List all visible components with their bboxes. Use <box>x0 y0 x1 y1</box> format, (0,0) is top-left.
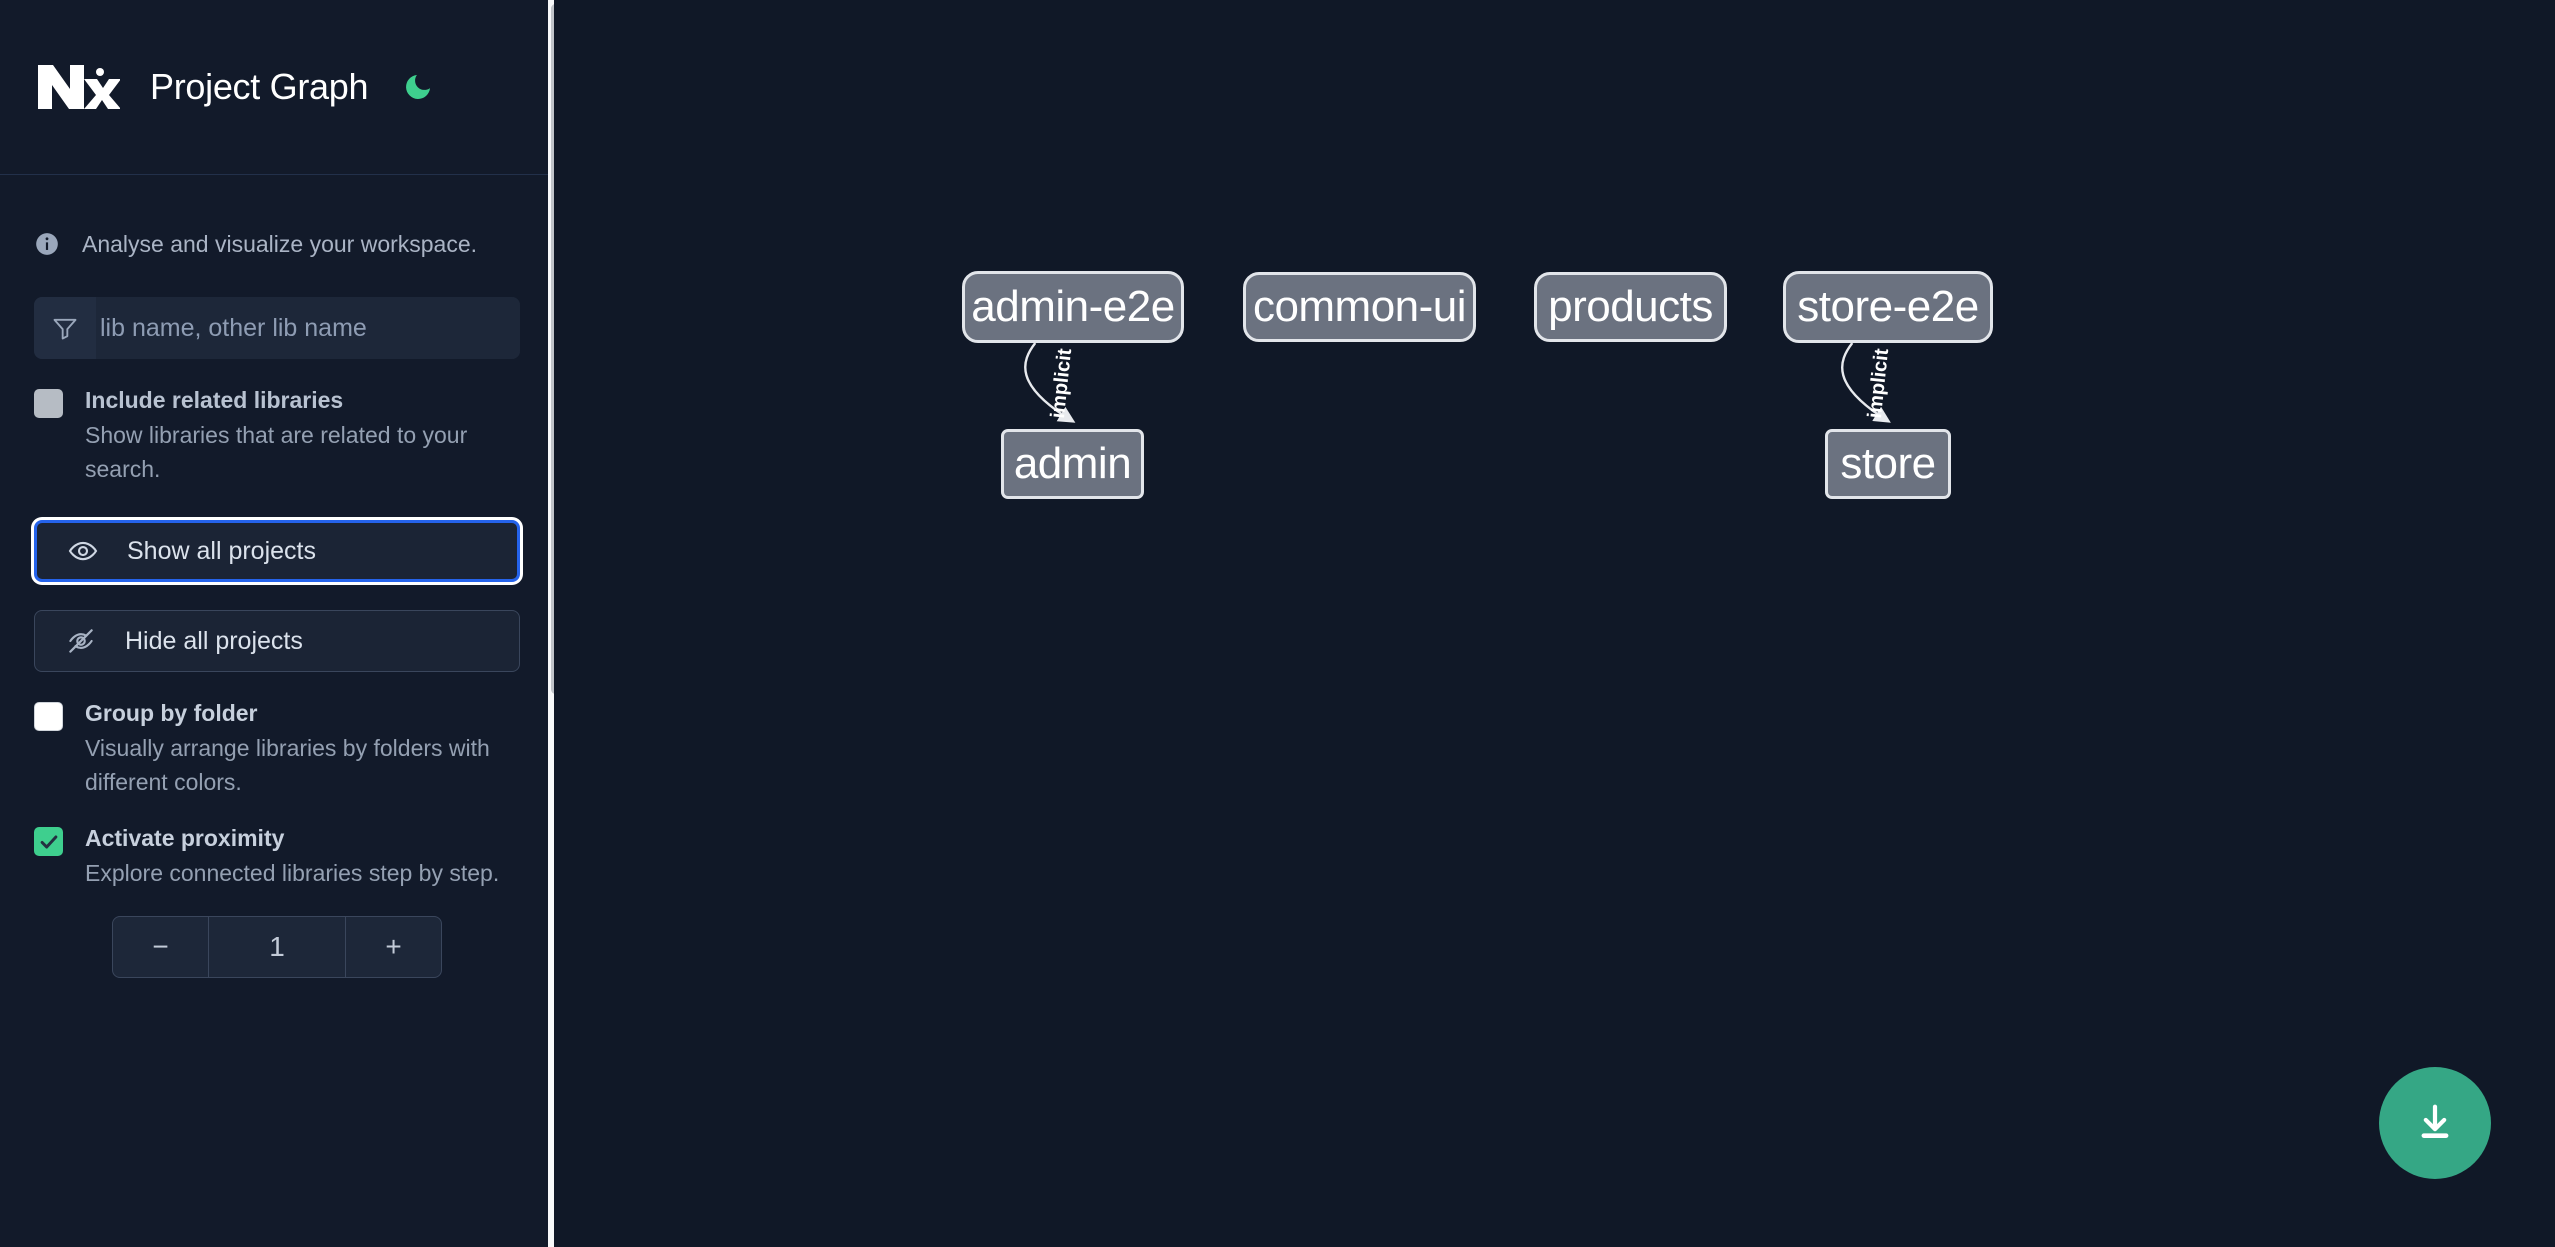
graph-canvas[interactable]: admin-e2e common-ui products store-e2e admin… <box>554 0 2555 1247</box>
funnel-icon <box>34 297 96 359</box>
graph-edge-admin-e2e-to-admin <box>1024 342 1076 423</box>
proximity-stepper: − 1 + <box>112 916 442 978</box>
activate-proximity-desc: Explore connected libraries step by step… <box>85 860 500 886</box>
graph-node-products[interactable]: products <box>1534 272 1727 342</box>
group-by-folder-label: Group by folder <box>85 700 258 726</box>
eye-icon <box>65 533 101 569</box>
search-input[interactable] <box>96 297 520 359</box>
group-by-folder-desc: Visually arrange libraries by folders wi… <box>85 735 490 795</box>
graph-node-label: products <box>1548 282 1713 331</box>
graph-node-admin-e2e[interactable]: admin-e2e <box>962 271 1184 343</box>
graph-edges <box>1024 342 1891 423</box>
show-all-projects-label: Show all projects <box>127 536 316 565</box>
info-icon <box>34 231 60 257</box>
sidebar-scrollbar-thumb[interactable] <box>551 4 554 694</box>
graph-node-common-ui[interactable]: common-ui <box>1243 272 1476 342</box>
tagline: Analyse and visualize your workspace. <box>0 175 554 275</box>
page-title: Project Graph <box>150 66 369 107</box>
graph-node-label: store <box>1840 439 1936 488</box>
nx-logo-icon <box>34 61 121 113</box>
eye-slash-icon <box>63 623 99 659</box>
graph-node-label: admin <box>1013 439 1132 488</box>
stepper-value: 1 <box>269 931 285 962</box>
group-by-folder-checkbox[interactable] <box>34 702 63 731</box>
include-related-libraries-desc: Show libraries that are related to your … <box>85 422 468 482</box>
option-group-by-folder[interactable]: Group by folder Visually arrange librari… <box>0 672 554 799</box>
stepper-increment-button[interactable]: + <box>345 917 441 977</box>
tagline-text: Analyse and visualize your workspace. <box>82 230 478 257</box>
include-related-libraries-checkbox[interactable] <box>34 389 63 418</box>
graph-node-label: admin-e2e <box>971 282 1175 331</box>
checkmark-icon <box>40 834 57 849</box>
graph-node-admin[interactable]: admin <box>1001 429 1144 499</box>
option-activate-proximity[interactable]: Activate proximity Explore connected lib… <box>0 799 554 890</box>
filter-field[interactable] <box>34 297 520 359</box>
moon-icon[interactable] <box>398 67 438 107</box>
visibility-buttons: Show all projects Hide all projects <box>0 486 554 672</box>
activate-proximity-label: Activate proximity <box>85 825 285 851</box>
download-button[interactable] <box>2379 1067 2491 1179</box>
graph-node-store[interactable]: store <box>1825 429 1951 499</box>
hide-all-projects-button[interactable]: Hide all projects <box>34 610 520 672</box>
activate-proximity-checkbox[interactable] <box>34 827 63 856</box>
graph-node-label: common-ui <box>1252 282 1467 331</box>
download-icon <box>2421 1104 2449 1138</box>
stepper-decrement-button[interactable]: − <box>113 917 209 977</box>
hide-all-projects-label: Hide all projects <box>125 626 303 655</box>
include-related-libraries-label: Include related libraries <box>85 387 344 413</box>
graph-node-store-e2e[interactable]: store-e2e <box>1783 271 1993 343</box>
option-include-related-libraries[interactable]: Include related libraries Show libraries… <box>0 359 554 486</box>
sidebar: Project Graph Analyse and visualize your… <box>0 0 554 1247</box>
show-all-projects-button[interactable]: Show all projects <box>34 520 520 582</box>
graph-edge-store-e2e-to-store <box>1841 342 1891 423</box>
graph-node-label: store-e2e <box>1797 282 1979 331</box>
proximity-stepper-wrap: − 1 + <box>0 890 554 978</box>
sidebar-header: Project Graph <box>0 0 554 175</box>
